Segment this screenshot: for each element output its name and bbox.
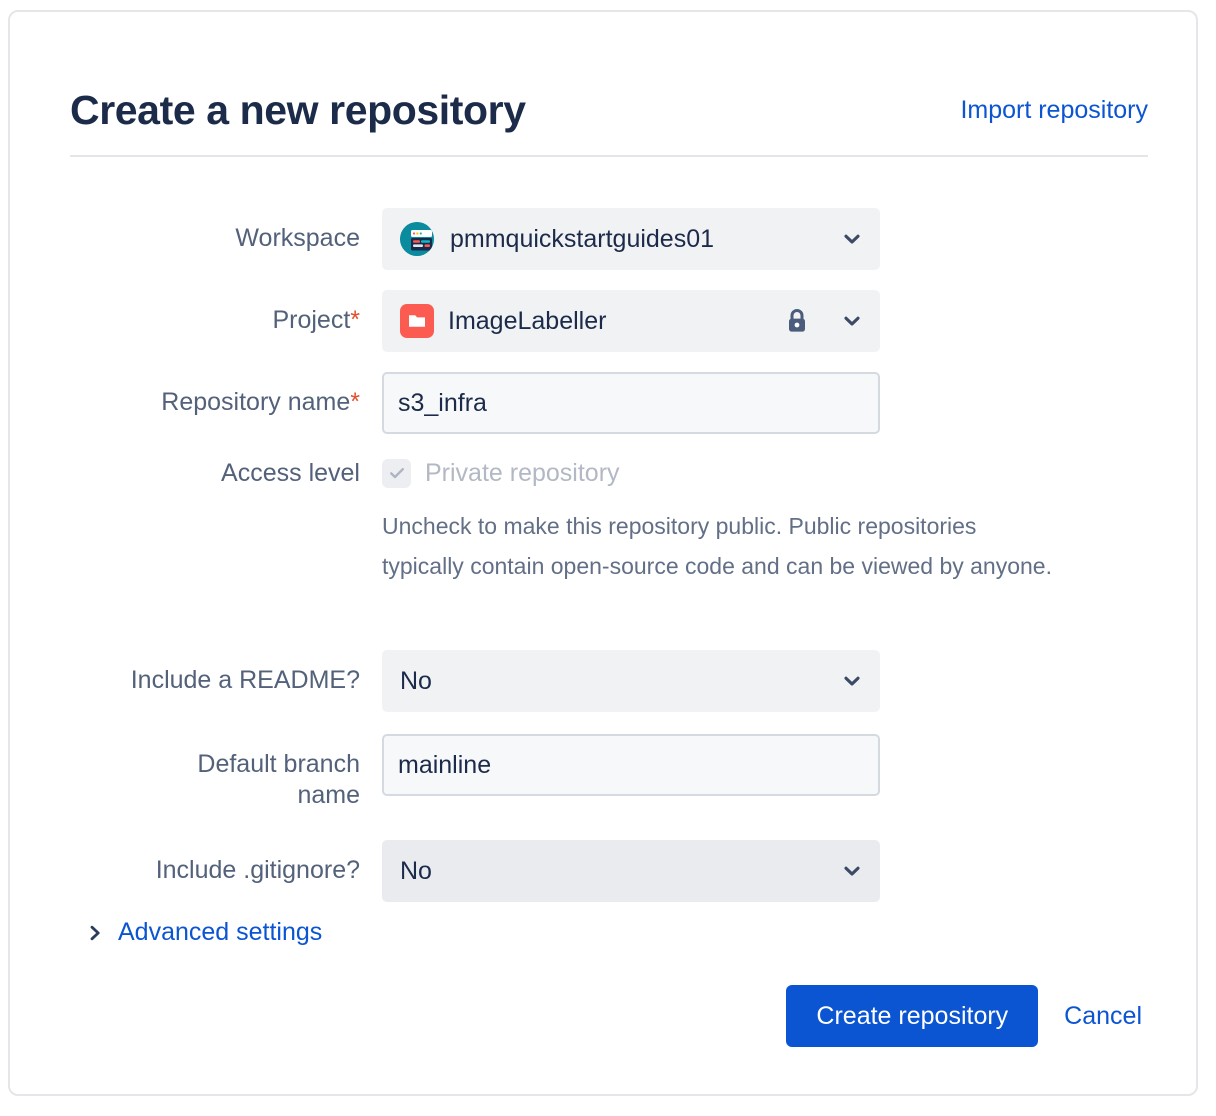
project-value: ImageLabeller [448,306,607,335]
project-required-marker: * [350,306,360,334]
default-branch-name-label: Default branch name [197,750,360,810]
form-row-include-gitignore: Include .gitignore? No [10,840,1196,924]
page-title: Create a new repository [70,86,526,133]
check-icon [389,468,404,479]
import-repository-link[interactable]: Import repository [960,95,1148,124]
advanced-settings-toggle[interactable]: Advanced settings [84,918,322,947]
private-repository-checkbox [382,458,411,488]
create-repository-form: Workspace [10,208,1196,924]
include-gitignore-select[interactable]: No [382,840,880,902]
chevron-down-icon [840,859,864,883]
project-label-text: Project [272,306,351,334]
advanced-settings-label: Advanced settings [118,918,323,946]
repository-name-label: Repository name* [10,372,382,418]
chevron-down-icon [840,227,864,251]
lock-icon [784,306,810,336]
form-row-access-level: Access level Private repository Uncheck … [10,454,1196,650]
workspace-value: pmmquickstartguides01 [450,224,715,253]
form-row-project: Project* ImageLabeller [10,290,1196,372]
project-select[interactable]: ImageLabeller [382,290,880,352]
header-divider [70,155,1148,157]
private-repository-checkbox-row[interactable]: Private repository [382,454,1082,492]
create-repository-button[interactable]: Create repository [786,985,1039,1047]
workspace-avatar-icon [400,222,434,256]
include-readme-label: Include a README? [130,666,360,694]
include-gitignore-label: Include .gitignore? [155,856,360,884]
repository-name-input[interactable] [382,372,880,434]
form-row-include-readme: Include a README? No [10,650,1196,734]
card-header: Create a new repository Import repositor… [70,74,1148,146]
access-level-help-text: Uncheck to make this repository public. … [382,513,1052,579]
private-repository-label: Private repository [425,458,620,487]
repository-name-required-marker: * [350,388,360,416]
form-row-workspace: Workspace [10,208,1196,290]
project-folder-icon [400,304,434,338]
workspace-label: Workspace [235,224,360,252]
create-repository-card: Create a new repository Import repositor… [8,10,1198,1096]
include-readme-value: No [400,666,432,695]
include-gitignore-value: No [400,856,432,885]
form-row-repository-name: Repository name* [10,372,1196,454]
include-readme-select[interactable]: No [382,650,880,712]
workspace-select[interactable]: pmmquickstartguides01 [382,208,880,270]
cancel-button[interactable]: Cancel [1056,1002,1150,1031]
project-label: Project* [10,290,382,336]
repository-name-label-text: Repository name [161,388,351,416]
default-branch-name-input[interactable] [382,734,880,796]
chevron-down-icon [840,309,864,333]
access-level-label: Access level [221,459,360,487]
chevron-right-icon [84,922,106,944]
form-actions: Create repository Cancel [786,985,1150,1047]
form-row-default-branch-name: Default branch name [10,734,1196,840]
chevron-down-icon [840,669,864,693]
